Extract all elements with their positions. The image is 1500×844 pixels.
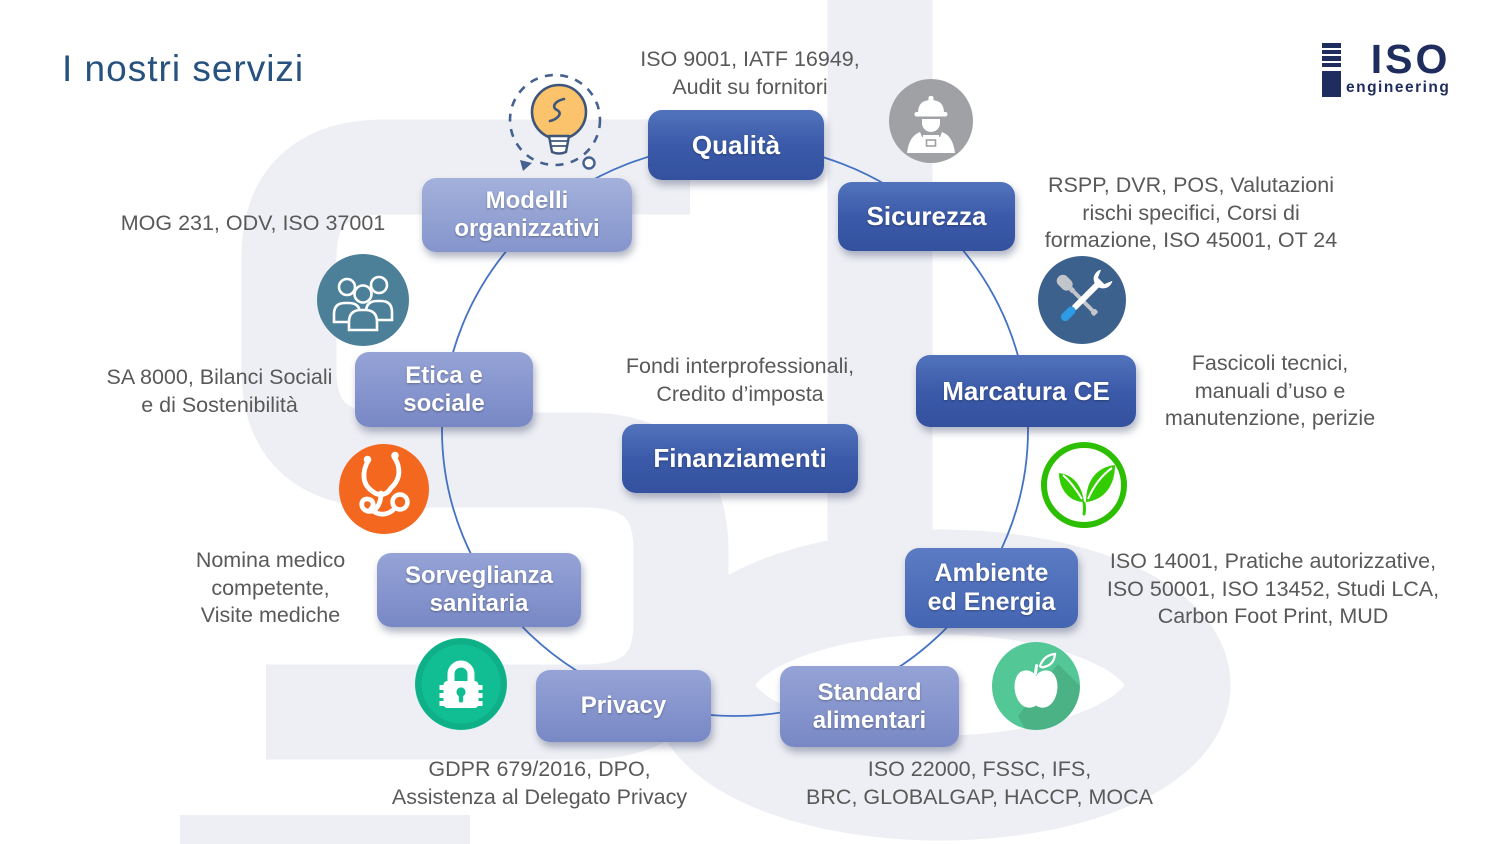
note-ambiente: ISO 14001, Pratiche autorizzative, ISO 5… <box>1106 549 1440 629</box>
note-sorveglianza: Nomina medico competente, Visite mediche <box>195 548 346 628</box>
logo-name: ISO <box>1370 36 1451 82</box>
worker-icon <box>889 79 973 168</box>
note-qualita: ISO 9001, IATF 16949, Audit su fornitori <box>640 47 860 99</box>
note-marcatura: Fascicoli tecnici, manuali d’uso e manut… <box>1164 351 1376 431</box>
page-title: I nostri servizi <box>62 48 305 89</box>
service-box-finanziamenti: Finanziamenti <box>622 424 858 493</box>
service-box-privacy: Privacy <box>536 670 711 742</box>
service-box-modelli: Modelli organizzativi <box>422 178 632 252</box>
service-box-sorveglianza: Sorveglianza sanitaria <box>377 553 581 627</box>
logo-subtitle: engineering <box>1346 79 1451 96</box>
people-icon <box>317 254 409 351</box>
note-modelli: MOG 231, ODV, ISO 37001 <box>120 211 386 235</box>
apple-icon <box>992 642 1080 735</box>
service-box-qualita: Qualità <box>648 110 824 180</box>
service-box-marcatura-ce: Marcatura CE <box>916 355 1136 427</box>
note-privacy: GDPR 679/2016, DPO, Assistenza al Delega… <box>391 757 688 809</box>
logo-i-bars-icon <box>1322 43 1341 98</box>
service-box-sicurezza: Sicurezza <box>838 182 1015 251</box>
service-box-ambiente: Ambiente ed Energia <box>905 548 1078 628</box>
service-box-standard: Standard alimentari <box>780 666 959 747</box>
note-sicurezza: RSPP, DVR, POS, Valutazioni rischi speci… <box>1044 173 1338 253</box>
iso-engineering-logo: ISO engineering <box>1322 36 1451 98</box>
note-standard: ISO 22000, FSSC, IFS, BRC, GLOBALGAP, HA… <box>806 757 1153 809</box>
stethoscope-icon <box>339 444 429 539</box>
note-etica: SA 8000, Bilanci Sociali e di Sostenibil… <box>106 365 333 417</box>
leaves-icon <box>1040 441 1128 534</box>
note-finanziamenti: Fondi interprofessionali, Credito d’impo… <box>625 354 855 406</box>
lock-icon <box>415 638 507 735</box>
lightbulb-icon <box>503 62 617 191</box>
service-box-etica: Etica e sociale <box>355 352 533 427</box>
tools-icon <box>1038 256 1126 349</box>
